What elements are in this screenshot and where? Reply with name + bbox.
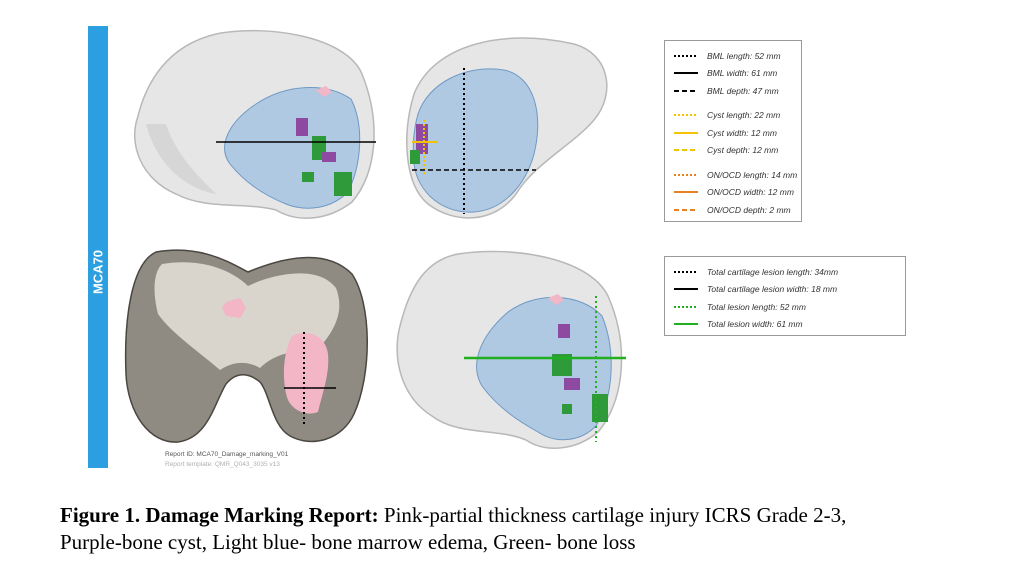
legend-label: Total cartilage lesion width: 18 mm [707, 284, 838, 295]
cyst-region [558, 324, 570, 338]
legend-line-swatch [674, 149, 698, 152]
legend-label: Total lesion length: 52 mm [707, 301, 806, 312]
edema-region [224, 87, 361, 209]
legend-line-swatch [674, 323, 698, 326]
bone-loss-region [334, 172, 352, 196]
legend-label: BML width: 61 mm [707, 68, 778, 79]
legend-label: Cyst width: 12 mm [707, 127, 777, 138]
legend-row: Total cartilage lesion length: 34mm [673, 263, 897, 281]
cartilage-spot [548, 294, 564, 305]
cartilage-injury [222, 298, 246, 318]
cyst-region [416, 124, 428, 154]
bone-loss-region [552, 354, 572, 376]
legend-line-swatch [674, 208, 698, 211]
legend-line-swatch [674, 89, 698, 92]
legend-line-swatch [674, 270, 698, 273]
cyst-region [322, 152, 336, 162]
legend-label: Total cartilage lesion length: 34mm [707, 266, 839, 277]
legend-line-swatch [674, 191, 698, 194]
legend-row: BML width: 61 mm [673, 65, 793, 83]
edema-region [476, 296, 612, 441]
legend-row: ON/OCD length: 14 mm [673, 166, 797, 184]
legend-line-swatch [674, 131, 698, 134]
legend-row: Total cartilage lesion width: 18 mm [673, 281, 897, 299]
caption-title: Figure 1. Damage Marking Report: [60, 503, 379, 527]
legend-row: Total lesion width: 61 mm [673, 316, 897, 334]
report-id: Report ID: MCA70_Damage_marking_V01 [165, 451, 289, 458]
cyst-region [296, 118, 308, 136]
legend-row: Cyst depth: 12 mm [673, 142, 793, 160]
report-template: Report template: QMR_Q043_3035 v13 [165, 461, 280, 468]
legend-label: BML length: 52 mm [707, 50, 781, 61]
bone-loss-region [410, 150, 420, 164]
legend-line-swatch [674, 305, 698, 308]
legend-line-swatch [674, 72, 698, 75]
cyst-region [564, 378, 580, 390]
legend-label: BML depth: 47 mm [707, 85, 779, 96]
legend-label: ON/OCD width: 12 mm [707, 187, 794, 198]
bone-loss-region [562, 404, 572, 414]
legend-row: ON/OCD depth: 2 mm [673, 201, 793, 219]
legend-row: ON/OCD width: 12 mm [673, 184, 794, 202]
caption-line-1: Pink-partial thickness cartilage injury … [378, 503, 847, 527]
figure-caption: Figure 1. Damage Marking Report: Pink-pa… [60, 502, 1020, 556]
legend-row: Cyst length: 22 mm [673, 107, 793, 125]
femur-render-top-middle [406, 37, 608, 219]
caption-line-2: Purple-bone cyst, Light blue- bone marro… [60, 530, 636, 554]
legend-row: Total lesion length: 52 mm [673, 298, 897, 316]
figure-panel: MCA70 [88, 18, 928, 470]
legend-row: Cyst width: 12 mm [673, 124, 793, 142]
legend-line-swatch [674, 54, 698, 57]
legend-row: BML depth: 47 mm [673, 82, 793, 100]
legend-label: Total lesion width: 61 mm [707, 319, 803, 330]
femur-render-top-left [134, 29, 376, 219]
bone-shadow [146, 124, 216, 194]
legend-damage-measurements: BML length: 52 mm BML width: 61 mm BML dep… [664, 40, 802, 222]
femur-render-bottom-middle [396, 250, 626, 449]
cartilage-spot [316, 86, 332, 97]
side-label: MCA70 [90, 249, 106, 295]
legend-label: Cyst depth: 12 mm [707, 145, 779, 156]
legend-line-swatch [674, 173, 698, 176]
legend-line-swatch [674, 114, 698, 117]
femur-render-bottom-left [124, 249, 368, 443]
bone-loss-region [302, 172, 314, 182]
legend-label: ON/OCD depth: 2 mm [707, 204, 791, 215]
legend-row: BML length: 52 mm [673, 47, 793, 65]
legend-line-swatch [674, 288, 698, 291]
legend-label: ON/OCD length: 14 mm [707, 169, 798, 180]
side-bar: MCA70 [88, 26, 108, 468]
cartilage-injury [283, 332, 329, 414]
legend-label: Cyst length: 22 mm [707, 110, 781, 121]
bone-loss-region [592, 394, 608, 422]
